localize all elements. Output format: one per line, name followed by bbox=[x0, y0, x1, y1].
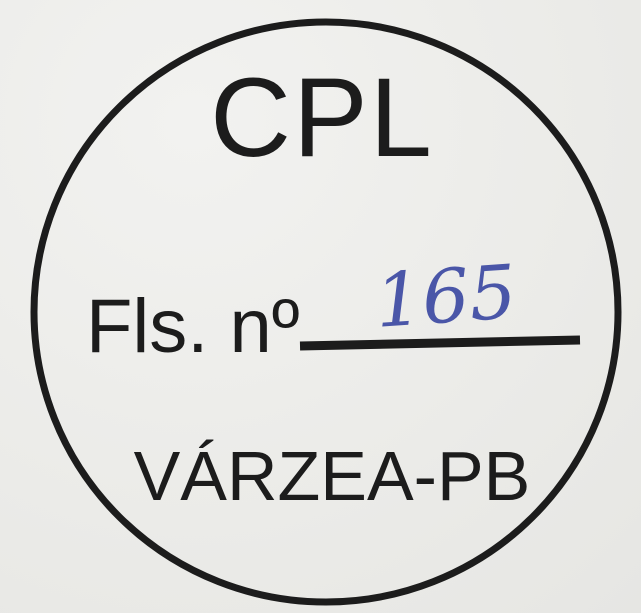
sheet-number-handwritten: 165 bbox=[372, 249, 519, 345]
stamp-location: VÁRZEA-PB bbox=[134, 437, 531, 515]
sheet-label: Fls. nº bbox=[86, 284, 300, 369]
stamp-title: CPL bbox=[210, 55, 434, 180]
sheet-number-line bbox=[299, 335, 581, 351]
stamp-border bbox=[30, 18, 622, 606]
